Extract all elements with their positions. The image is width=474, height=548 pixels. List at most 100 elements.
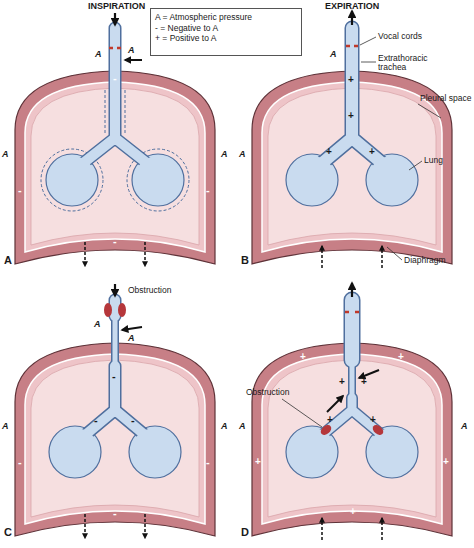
- pressure-sign: +: [350, 506, 356, 517]
- panel-letter: A: [4, 254, 12, 266]
- obstruction-mass: [319, 423, 333, 437]
- diaphragm-arrow: [84, 242, 86, 266]
- pressure-sign: -: [113, 235, 117, 247]
- pressure-letter: A: [221, 150, 228, 160]
- airflow-arrow: [114, 13, 116, 25]
- panel-extrathoracic-obstruction: [15, 284, 215, 538]
- pressure-sign: -: [113, 72, 117, 84]
- leader-line: [282, 399, 322, 427]
- pressure-sign: +: [348, 74, 354, 85]
- legend-box: A = Atmospheric pressure- = Negative to …: [150, 8, 302, 56]
- pressure-sign: +: [348, 110, 354, 121]
- pressure-letter: A: [330, 50, 337, 60]
- airflow-arrow: [351, 11, 353, 25]
- leader-line: [360, 37, 376, 45]
- airflow-arrow: [114, 284, 116, 296]
- airway-outline: [321, 28, 383, 164]
- lung-fill: [368, 156, 416, 204]
- dilated-airway: [345, 300, 359, 360]
- airflow-arrow: [351, 283, 353, 297]
- pressure-letter: A: [461, 422, 468, 432]
- lung-fill: [288, 156, 336, 204]
- pressure-letter: A: [221, 422, 228, 432]
- vocal-cords: [109, 47, 121, 50]
- obstruction-mass: [371, 423, 385, 437]
- pressure-letter: A: [128, 334, 135, 344]
- panel-letter: D: [241, 526, 249, 538]
- pressure-sign: -: [18, 456, 22, 468]
- diaphragm-arrow: [144, 242, 146, 266]
- legend-row: + = Positive to A: [155, 33, 297, 44]
- pressure-sign: +: [326, 146, 332, 157]
- pressure-letter: A: [128, 46, 135, 56]
- lung-fill: [288, 428, 336, 476]
- pressure-letter: A: [94, 320, 101, 330]
- dilated-airway-outline: [105, 90, 125, 134]
- airway: [84, 366, 146, 436]
- part-label: Obstruction: [246, 388, 289, 397]
- obstruction-mass: [104, 303, 112, 317]
- legend-text: + = Positive to A: [155, 33, 216, 43]
- pressure-arrow: [122, 327, 142, 330]
- collapsed-airway: [350, 360, 355, 398]
- part-label: Pleural space: [420, 94, 472, 103]
- pressure-sign: +: [443, 456, 449, 467]
- lung-fill: [48, 156, 96, 204]
- pressure-sign: -: [113, 507, 117, 519]
- leader-line: [409, 161, 422, 170]
- legend-row: - = Negative to A: [155, 23, 297, 34]
- pressure-sign: -: [18, 184, 22, 196]
- panel-letter: B: [241, 254, 249, 266]
- panel-letter: C: [4, 526, 12, 538]
- heading-label: EXPIRATION: [325, 2, 379, 12]
- airway-outline: [82, 28, 148, 164]
- lung-fill: [51, 428, 99, 476]
- obstruction-mass: [118, 303, 126, 317]
- thorax-wall: [15, 343, 215, 536]
- vocal-cords: [345, 311, 359, 314]
- pressure-sign: +: [370, 414, 376, 425]
- pressure-sign: +: [398, 351, 404, 362]
- lung-fill: [368, 428, 416, 476]
- leader-line: [418, 104, 441, 118]
- part-label: Lung: [424, 156, 443, 165]
- collapsed-airway: [113, 316, 118, 366]
- diaphragm-arrow: [321, 246, 323, 268]
- pressure-letter: A: [239, 422, 246, 432]
- airway: [321, 28, 383, 164]
- pressure-letter: A: [95, 50, 102, 60]
- part-label: Vocal cords: [378, 32, 422, 41]
- pressure-sign: +: [255, 456, 261, 467]
- legend-text: A = Atmospheric pressure: [155, 12, 252, 22]
- pressure-sign: -: [206, 184, 210, 196]
- pressure-sign: -: [112, 370, 116, 382]
- pressure-sign: +: [339, 376, 345, 387]
- pressure-letter: A: [2, 422, 9, 432]
- diaphragm-arrow: [321, 518, 323, 540]
- pressure-sign: +: [327, 414, 333, 425]
- leader-line: [387, 247, 402, 260]
- pressure-sign: +: [361, 376, 367, 387]
- airway: [82, 28, 148, 164]
- pressure-letter: A: [239, 150, 246, 160]
- pressure-sign: -: [206, 456, 210, 468]
- legend-row: A = Atmospheric pressure: [155, 12, 297, 23]
- pressure-letter: A: [2, 150, 9, 160]
- pressure-sign: +: [369, 146, 375, 157]
- pressure-sign: -: [131, 414, 135, 426]
- legend-text: - = Negative to A: [155, 23, 218, 33]
- pressure-sign: -: [94, 414, 98, 426]
- pressure-sign: +: [300, 351, 306, 362]
- airway-outline: [344, 300, 361, 360]
- vocal-cords: [346, 45, 358, 48]
- pressure-arrow: [327, 396, 343, 412]
- part-label: Obstruction: [128, 286, 171, 295]
- panel-intrathoracic-obstruction: [252, 283, 452, 540]
- part-label: Diaphragm: [404, 256, 446, 265]
- lung-fill: [134, 156, 182, 204]
- heading-label: INSPIRATION: [88, 2, 145, 12]
- diaphragm-arrow: [84, 514, 86, 538]
- airway-outline: [84, 366, 146, 436]
